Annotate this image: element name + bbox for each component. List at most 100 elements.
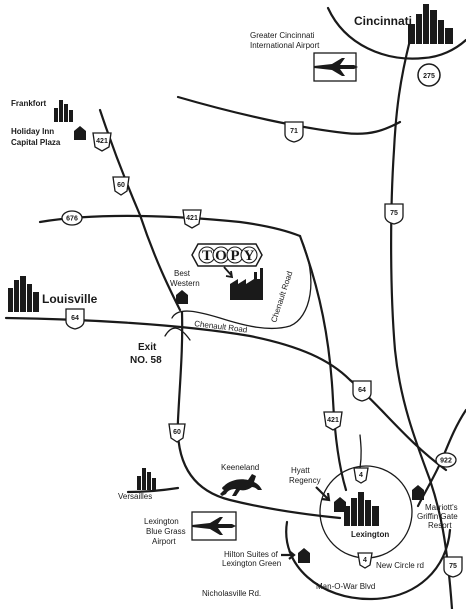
topy-letter-o: O — [215, 248, 227, 264]
holiday-inn-line2: Capital Plaza — [11, 138, 61, 147]
shield-i75-south: 75 — [443, 556, 463, 578]
topy-logo: T O P Y — [191, 243, 263, 267]
chenault-road — [171, 235, 312, 330]
interstate-71 — [176, 95, 402, 135]
factory-icon — [230, 268, 263, 300]
cvg-airport-line2: International Airport — [250, 41, 320, 50]
us-4-spur — [359, 434, 362, 469]
lex-airport-line2: Blue Grass — [146, 527, 186, 536]
holiday-inn: Holiday Inn Capital Plaza — [11, 126, 86, 147]
svg-text:4: 4 — [359, 472, 363, 479]
exit-ramp — [164, 327, 191, 341]
keeneland: Keeneland — [220, 463, 262, 496]
hilton-line2: Lexington Green — [222, 559, 281, 568]
versailles-label: Versailles — [118, 492, 152, 501]
new-circle-label: New Circle rd — [376, 561, 424, 570]
cvg-airport-line1: Greater Cincinnati — [250, 31, 315, 40]
topy-letters: T O P Y — [198, 246, 258, 264]
versailles-skyline-icon — [137, 468, 156, 490]
us-60 — [176, 310, 342, 520]
lex-airport-line3: Airport — [152, 537, 176, 546]
topy-letter-t: T — [202, 248, 212, 264]
chenault-road-label-2: Chenault Road — [269, 270, 294, 324]
cvg-airport: Greater Cincinnati International Airport — [250, 31, 358, 82]
frankfort-label: Frankfort — [11, 99, 46, 108]
shield-us421-mid: 421 — [182, 209, 202, 229]
hyatt-line2: Regency — [289, 476, 321, 485]
nicholasville-label: Nicholasville Rd. — [202, 589, 261, 598]
shield-i64-west: 64 — [65, 308, 85, 330]
cincinnati-beltway — [326, 6, 466, 60]
shield-us60-south: 60 — [168, 423, 186, 443]
svg-text:60: 60 — [117, 182, 125, 189]
shield-i75-north: 75 — [384, 203, 404, 225]
hilton-line1: Hilton Suites of — [224, 550, 279, 559]
frankfort-skyline-icon — [54, 100, 73, 122]
hotel-icon — [412, 485, 424, 500]
shield-ky676: 676 — [61, 210, 83, 226]
louisville-label: Louisville — [42, 292, 98, 306]
best-western-line1: Best — [174, 269, 191, 278]
hotel-icon — [74, 126, 86, 140]
svg-text:64: 64 — [358, 387, 366, 394]
hyatt-line1: Hyatt — [291, 466, 310, 475]
marriott-line2: Griffin Gate — [417, 512, 458, 521]
shield-i64-east: 64 — [352, 380, 372, 402]
marriott-line1: Marriott's — [425, 503, 458, 512]
svg-text:421: 421 — [96, 138, 108, 145]
shield-i275: 275 — [417, 63, 441, 87]
shield-us421-north: 421 — [92, 132, 112, 152]
shield-us60-north: 60 — [112, 176, 130, 196]
horse-icon — [220, 474, 262, 496]
interstate-75 — [390, 38, 454, 609]
shield-us4-south: 4 — [357, 552, 373, 569]
louisville-skyline-icon — [8, 276, 39, 312]
svg-text:64: 64 — [71, 315, 79, 322]
shield-i71: 71 — [284, 121, 304, 143]
interstate-64 — [4, 316, 448, 472]
arrow-icon — [281, 550, 296, 560]
shield-us4-north: 4 — [353, 467, 369, 484]
hyatt-regency: Hyatt Regency — [289, 466, 346, 512]
svg-text:922: 922 — [440, 458, 452, 465]
us-60-west — [126, 486, 180, 494]
hotel-icon — [298, 548, 310, 563]
us-421-south — [298, 234, 348, 492]
exit-label-line2: NO. 58 — [130, 355, 162, 366]
svg-text:421: 421 — [327, 417, 339, 424]
hotel-icon — [176, 290, 188, 304]
cincinnati-label: Cincinnati — [354, 14, 412, 28]
marriott-line3: Resort — [428, 521, 452, 530]
hotel-icon — [334, 497, 346, 512]
svg-text:71: 71 — [290, 128, 298, 135]
shield-ky922: 922 — [435, 452, 457, 468]
best-western: Best Western — [170, 269, 200, 304]
svg-text:4: 4 — [363, 557, 367, 564]
lexington-skyline-icon — [344, 492, 379, 526]
us-421-north — [98, 108, 182, 312]
topy-letter-p: P — [230, 248, 239, 264]
shield-us421-south: 421 — [323, 411, 343, 431]
lexington-label: Lexington — [351, 530, 389, 539]
svg-text:60: 60 — [173, 429, 181, 436]
arrow-icon — [223, 266, 234, 279]
hilton-suites: Hilton Suites of Lexington Green — [222, 548, 310, 568]
svg-text:75: 75 — [449, 563, 457, 570]
svg-text:75: 75 — [390, 210, 398, 217]
holiday-inn-line1: Holiday Inn — [11, 127, 54, 136]
lex-airport-line1: Lexington — [144, 517, 179, 526]
topy-letter-y: Y — [244, 248, 255, 264]
arrow-icon — [315, 486, 331, 502]
exit-label-line1: Exit — [138, 342, 157, 353]
ky-676-us-421 — [38, 214, 302, 238]
cincinnati-skyline-icon — [408, 4, 453, 44]
svg-text:676: 676 — [66, 216, 78, 223]
best-western-line2: Western — [170, 279, 200, 288]
man-o-war-label: Man-O-War Blvd — [316, 582, 375, 591]
svg-text:275: 275 — [423, 73, 435, 80]
svg-text:421: 421 — [186, 215, 198, 222]
marriott: Marriott's Griffin Gate Resort — [412, 485, 458, 530]
lex-airport: Lexington Blue Grass Airport — [144, 511, 237, 546]
keeneland-label: Keeneland — [221, 463, 259, 472]
